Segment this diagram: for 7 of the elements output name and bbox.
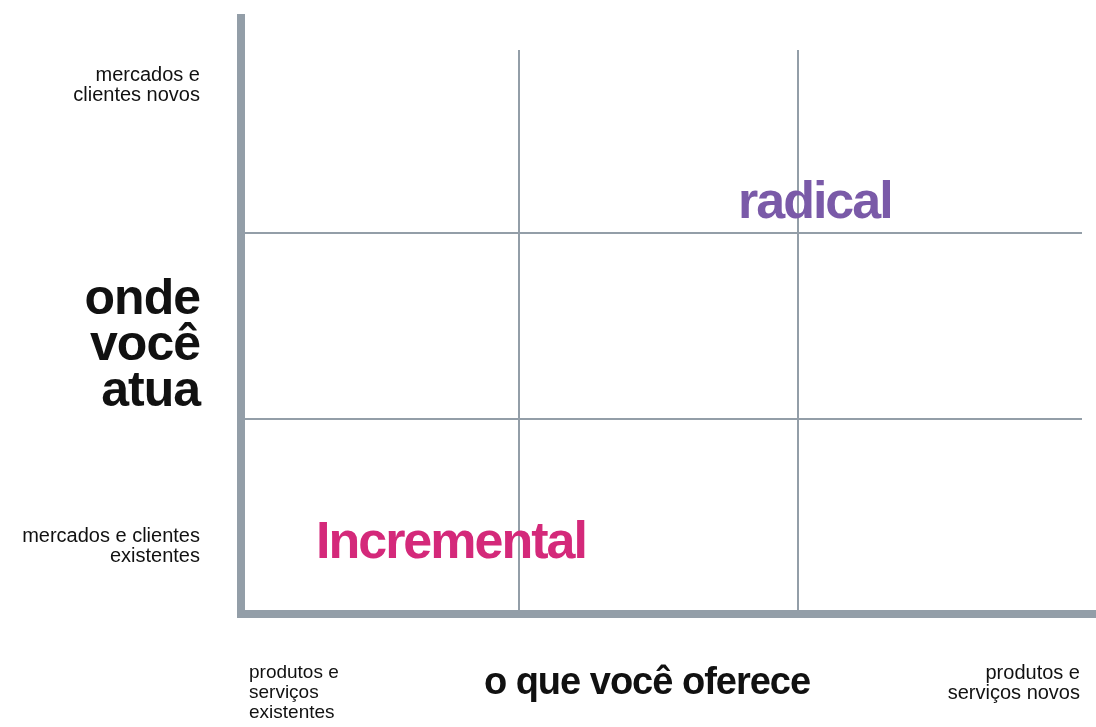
axis-title: onde você atua [83, 274, 200, 412]
axis-tick-label: produtos e serviços novos [946, 662, 1080, 702]
axis-title: o que você oferece [482, 660, 812, 703]
axis-tick-label: produtos e serviços existentes [249, 662, 340, 722]
quadrant-label: Incremental [316, 510, 586, 570]
axis-tick-label: mercados e clientes existentes [21, 525, 200, 565]
axis-tick-label: mercados e clientes novos [72, 64, 200, 104]
